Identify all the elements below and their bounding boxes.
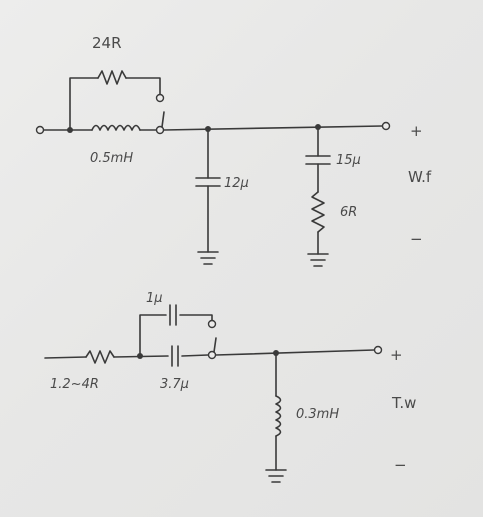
top-bypass-wire-right [125,77,161,95]
label-top-plus: + [410,122,423,140]
label-0.3mh: 0.3mH [296,407,339,422]
top-input-terminal [35,125,45,135]
label-6r: 6R [340,205,357,220]
label-bottom-plus: + [390,346,403,364]
bottom-main-line [215,349,375,356]
top-main-line [163,125,383,131]
top-switch-blade [161,111,165,128]
top-bypass-wire-left [69,77,99,131]
top-circuit: 24R 0.5mH 12μ 15μ 6R + W.f − [35,34,432,267]
bottom-circuit: 1μ 1.2~4R 3.7μ 0.3mH + T.w − [44,291,416,483]
top-ground-right [307,253,329,267]
top-resistor-24r [97,70,127,85]
label-1.2-4r: 1.2~4R [50,377,99,392]
top-inductor-0.5mh [91,124,141,131]
bottom-resistor-1.2-4r [85,350,115,364]
label-3.7u: 3.7μ [160,377,189,392]
label-1u: 1μ [146,291,163,306]
label-0.5mh: 0.5mH [90,151,133,166]
bottom-bypass-wire-left [139,314,167,357]
label-wf: W.f [408,168,432,186]
top-switch-contact [155,93,165,103]
bottom-switch-contact [207,319,217,329]
bottom-switch-blade [213,337,217,353]
top-ground-left [197,251,219,265]
bottom-input-wire [44,356,87,359]
label-top-minus: − [410,230,423,248]
bottom-inductor-0.3mh [275,395,282,437]
top-output-terminal [381,121,391,131]
label-tw: T.w [391,394,416,412]
top-resistor-6r [311,191,325,233]
bottom-bypass-wire-right [179,314,213,321]
bottom-cap-out-wire [181,354,209,357]
bottom-ground [265,469,287,483]
bottom-output-terminal [373,345,383,355]
label-12u: 12μ [224,176,249,191]
label-24r: 24R [92,34,122,52]
label-bottom-minus: − [394,456,407,474]
label-15u: 15μ [336,153,361,168]
